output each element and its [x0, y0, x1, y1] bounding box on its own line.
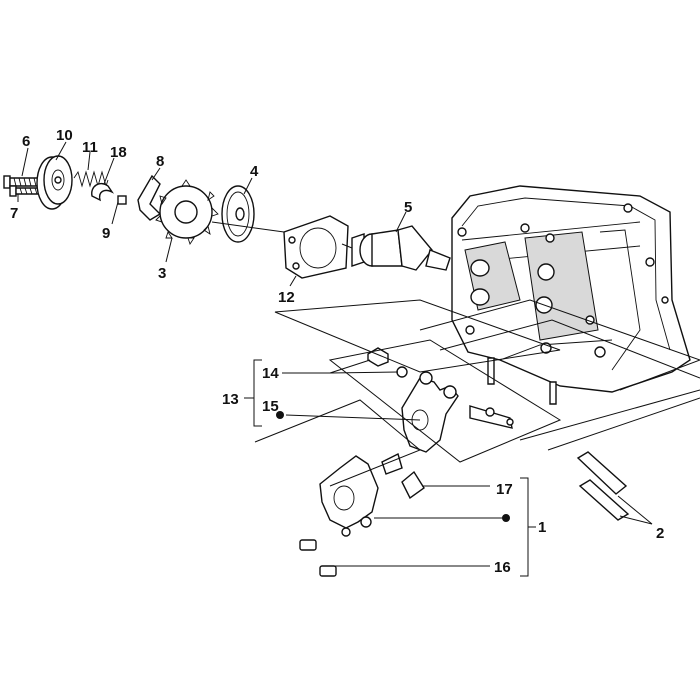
reference-dot: [502, 514, 510, 522]
part-pulley: [36, 155, 73, 210]
callout-18: 18: [110, 144, 127, 161]
callout-12: 12: [278, 289, 295, 306]
callout-11: 11: [82, 139, 98, 156]
part-dowel-pins: [576, 451, 630, 521]
reference-dot: [276, 411, 284, 419]
part-rocker-arm-lower: [319, 455, 379, 537]
callout-7: 7: [10, 205, 18, 222]
leader-lines: [17, 141, 653, 577]
part-gasket-plate: [283, 215, 349, 279]
callout-16: 16: [494, 559, 511, 576]
group-outline-lines: [254, 299, 700, 487]
callout-2: 2: [656, 525, 664, 542]
part-lock-nuts-16: [299, 539, 337, 577]
callout-8: 8: [156, 153, 164, 170]
callout-5: 5: [404, 199, 412, 216]
callout-10: 10: [56, 127, 73, 144]
part-washer: [91, 182, 115, 202]
part-pin: [117, 195, 127, 205]
callout-3: 3: [158, 265, 166, 282]
callout-17: 17: [496, 481, 513, 498]
part-rocker-shaft: [469, 405, 514, 429]
callout-13: 13: [222, 391, 239, 408]
callout-15: 15: [262, 398, 279, 415]
callout-6: 6: [22, 133, 30, 150]
callout-9: 9: [102, 225, 110, 242]
part-gear: [155, 179, 219, 246]
part-adjuster-screws: [381, 452, 425, 500]
part-decompressor: [137, 174, 162, 221]
part-small-bolt: [9, 185, 41, 197]
part-sprocket: [221, 185, 255, 243]
cylinder-head: [451, 185, 691, 405]
callout-1: 1: [538, 519, 546, 536]
callout-14: 14: [262, 365, 279, 382]
part-camshaft: [351, 225, 451, 271]
part-rocker-arm-upper: [401, 371, 459, 453]
callout-4: 4: [250, 163, 259, 180]
part-spring: [73, 170, 109, 188]
